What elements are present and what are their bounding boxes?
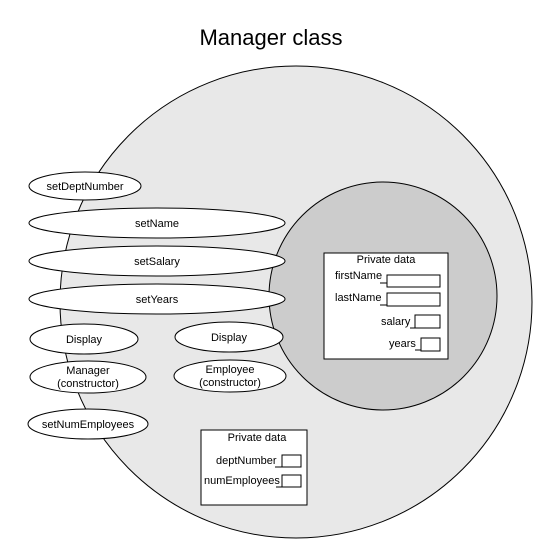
- method-label-line2: (constructor): [199, 377, 261, 389]
- method-label: Display: [211, 332, 248, 344]
- employee-private-data-box: Private data firstName lastName salary y…: [323, 252, 449, 360]
- field-value-box: [414, 314, 441, 329]
- field-value-box: [420, 337, 441, 352]
- method-setDeptNumber: setDeptNumber: [28, 171, 142, 201]
- field-label: salary: [381, 316, 411, 328]
- method-label-line2: (constructor): [57, 378, 119, 390]
- method-setSalary: setSalary: [28, 245, 286, 277]
- field-value-box: [386, 274, 441, 288]
- method-setNumEmployees: setNumEmployees: [27, 408, 149, 440]
- method-setYears: setYears: [28, 283, 286, 315]
- method-label: setSalary: [134, 256, 180, 268]
- method-label: setName: [135, 218, 179, 230]
- private-data-header: Private data: [228, 432, 288, 444]
- method-employee-display: Display: [174, 321, 284, 353]
- field-label: lastName: [335, 292, 381, 304]
- manager-private-data-box: Private data deptNumber numEmployees: [200, 429, 308, 506]
- method-label-line1: Employee: [206, 364, 255, 376]
- method-manager-constructor: Manager (constructor): [29, 360, 147, 394]
- field-value-box: [281, 474, 302, 488]
- field-label: deptNumber: [216, 455, 277, 467]
- method-employee-constructor: Employee (constructor): [173, 359, 287, 393]
- field-label: firstName: [335, 270, 382, 282]
- method-label: setNumEmployees: [42, 419, 135, 431]
- method-label: setYears: [136, 294, 179, 306]
- method-manager-display: Display: [29, 323, 139, 355]
- private-data-header: Private data: [357, 254, 417, 266]
- method-label: Display: [66, 334, 103, 346]
- diagram-title: Manager class: [199, 25, 342, 50]
- field-label: years: [389, 338, 416, 350]
- field-value-box: [386, 292, 441, 307]
- method-label: setDeptNumber: [46, 181, 123, 193]
- field-label: numEmployees: [204, 475, 280, 487]
- method-label-line1: Manager: [66, 365, 110, 377]
- field-value-box: [281, 454, 302, 468]
- method-setName: setName: [28, 207, 286, 239]
